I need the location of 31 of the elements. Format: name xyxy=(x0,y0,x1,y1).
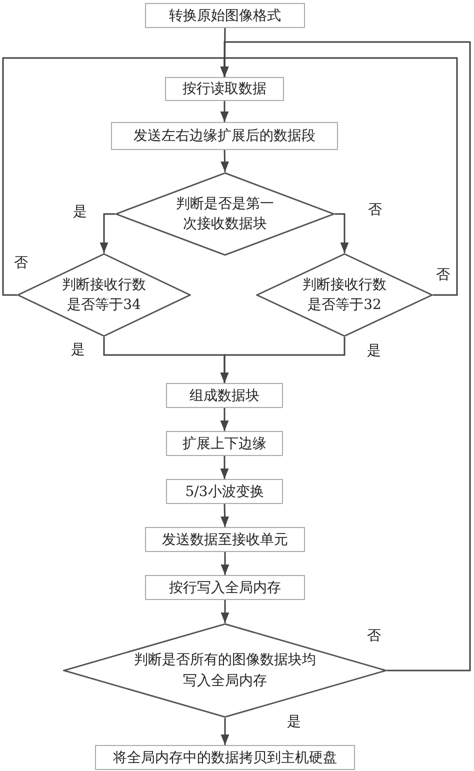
arrow xyxy=(220,150,229,172)
process-box: 发送数据至接收单元 xyxy=(145,527,305,552)
decision-diamond: 判断接收行数是否等于32 xyxy=(256,253,433,337)
process-box: 发送左右边缘扩展后的数据段 xyxy=(111,122,338,150)
process-box: 将全局内存中的数据拷贝到主机硬盘 xyxy=(95,745,355,770)
arrow xyxy=(220,41,471,672)
arrow xyxy=(220,337,346,383)
arrow xyxy=(220,504,229,528)
arrow xyxy=(220,101,229,122)
edge-label: 否 xyxy=(14,256,28,270)
edge-label: 否 xyxy=(367,629,381,643)
decision-diamond: 判断是否是第一次接收数据块 xyxy=(115,172,335,256)
arrow xyxy=(220,600,230,623)
edge-label: 否 xyxy=(368,203,382,217)
process-box: 按行写入全局内存 xyxy=(145,575,305,600)
edge-label: 是 xyxy=(367,344,381,358)
arrow xyxy=(220,552,230,575)
process-box: 转换原始图像格式 xyxy=(145,3,305,28)
process-box: 扩展上下边缘 xyxy=(166,431,283,456)
edge-label: 是 xyxy=(287,715,301,729)
arrow xyxy=(220,408,229,431)
arrow xyxy=(335,213,349,253)
edge-label: 是 xyxy=(73,205,87,219)
edge-label: 否 xyxy=(436,268,450,282)
arrow xyxy=(220,718,230,745)
edge-label: 是 xyxy=(71,343,85,357)
process-box: 按行读取数据 xyxy=(165,77,284,101)
process-box: 5/3小波变换 xyxy=(166,479,283,504)
arrow xyxy=(100,213,115,253)
process-box: 组成数据块 xyxy=(166,383,283,408)
arrow xyxy=(220,456,229,479)
